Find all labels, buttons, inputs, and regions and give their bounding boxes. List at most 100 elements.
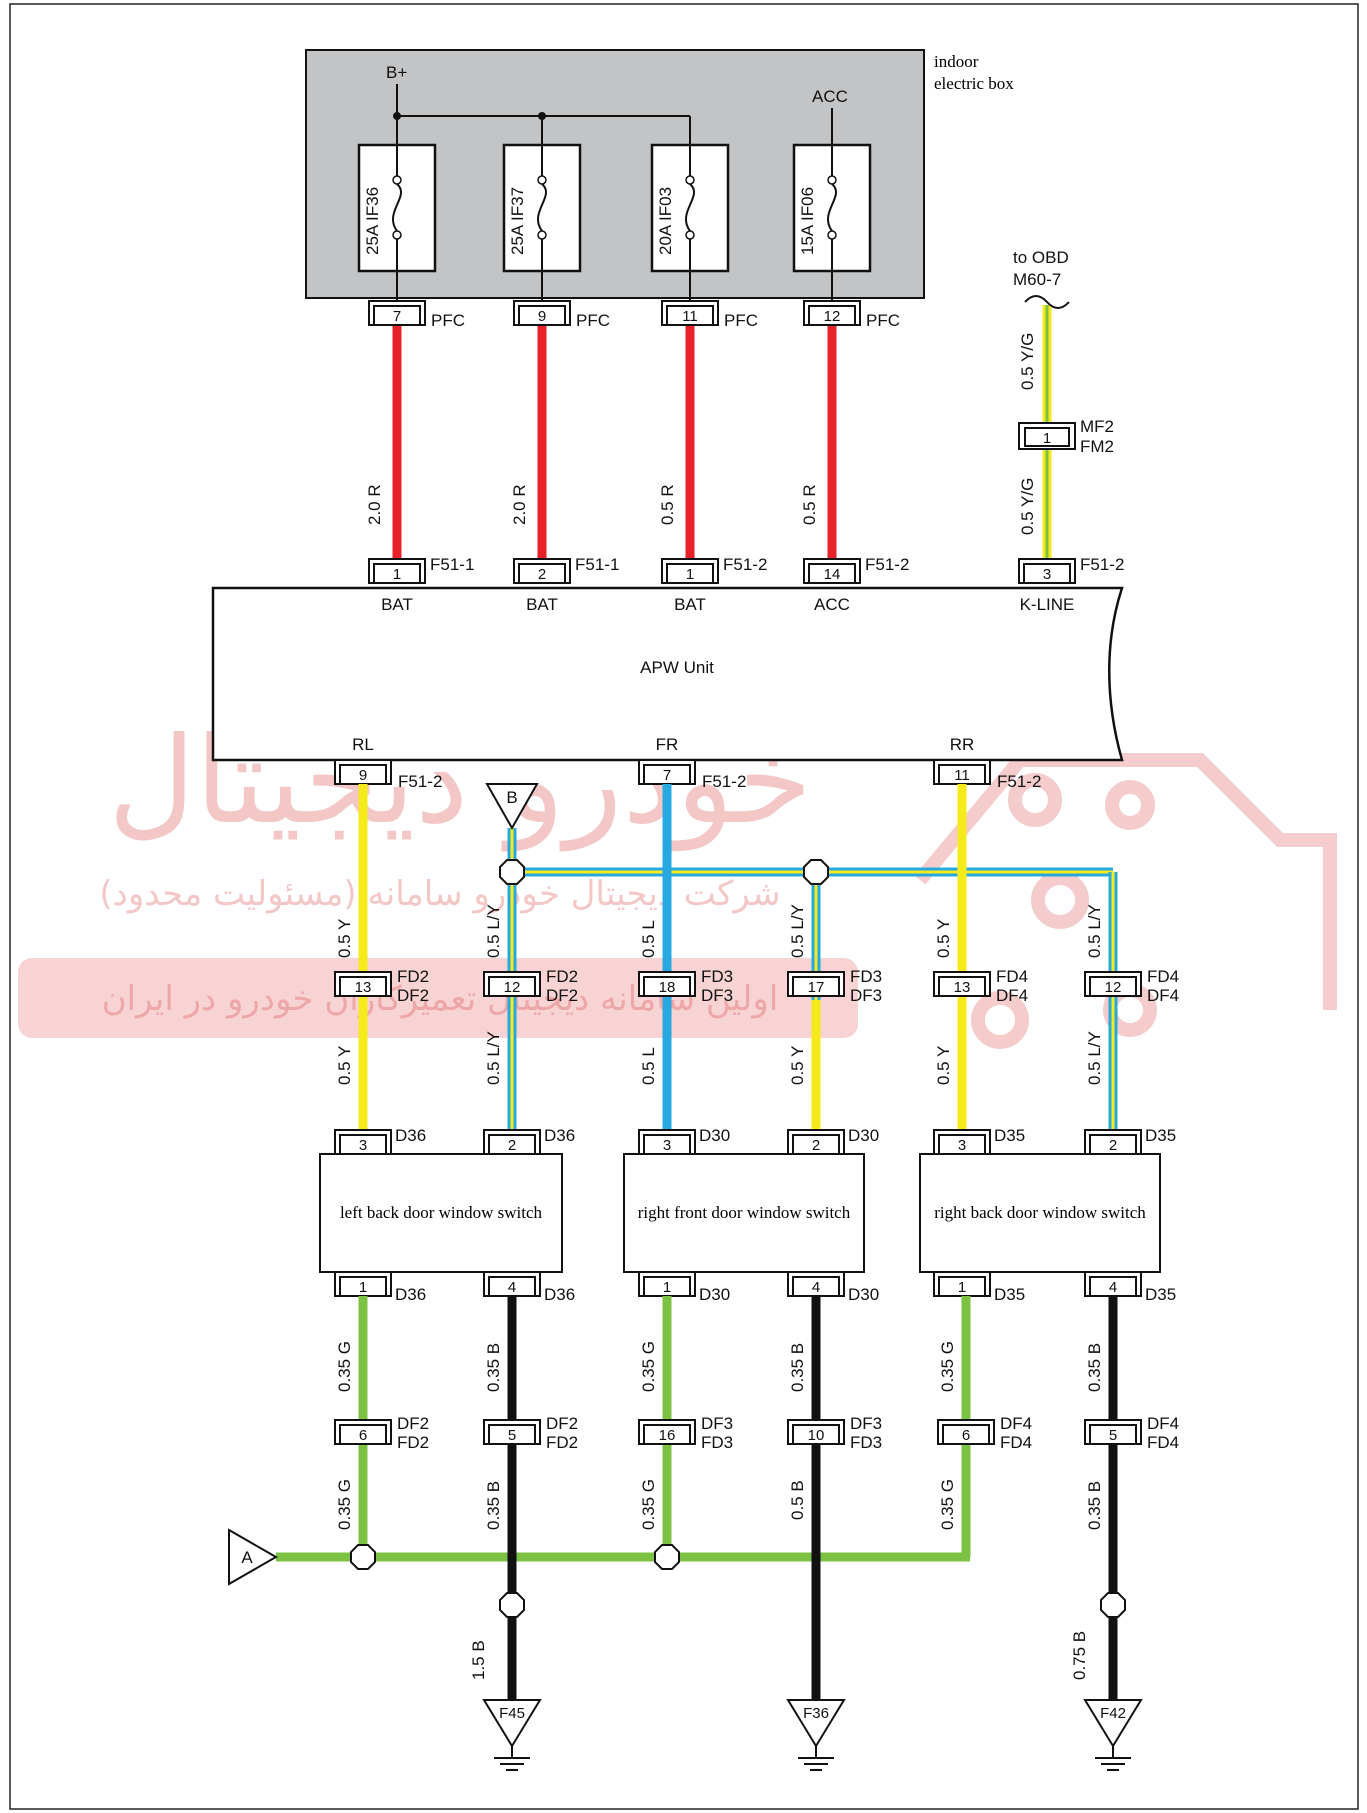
connector-inner: [339, 1424, 387, 1445]
connector-pin: 1: [686, 566, 694, 583]
connector-f51-2: 14: [803, 558, 861, 584]
supply-wire-label: 2.0 R: [365, 484, 384, 525]
connector-pin: 14: [824, 566, 841, 583]
connector-pin: 5: [508, 1427, 516, 1444]
ground-triangle-icon: [482, 1699, 542, 1748]
ground-name: F45: [499, 1705, 525, 1722]
junction-icon: [654, 1544, 680, 1570]
connector-pin: 2: [508, 1137, 516, 1154]
connector-inner: [1023, 563, 1071, 584]
connector-inner: [792, 1134, 840, 1155]
wire-label: 0.5 L: [639, 1047, 658, 1085]
connector-pin: 9: [359, 767, 367, 784]
wire-label: 0.35 G: [938, 1341, 957, 1392]
connector-label: FD2: [546, 967, 578, 986]
connector-pin: 7: [393, 308, 401, 325]
connector-label: FD3: [701, 1433, 733, 1452]
connector-inner: [518, 563, 566, 584]
junction-icon: [350, 1544, 376, 1570]
connector-pin: 11: [954, 767, 970, 784]
connector-inner: [339, 976, 387, 997]
connector-label: DF2: [397, 986, 429, 1005]
connector-f51-1: 1: [368, 558, 426, 584]
connector-label: DF3: [701, 986, 733, 1005]
connector-pin: 3: [359, 1137, 367, 1154]
connector-label: D35: [1145, 1126, 1176, 1145]
ground-wire-label: 1.5 B: [469, 1640, 488, 1680]
apw-pin-name: BAT: [674, 595, 706, 614]
connector-inner: [518, 305, 566, 326]
apw-pin-name: BAT: [526, 595, 558, 614]
svg-text:1: 1: [1043, 430, 1051, 447]
connector-label: DF4: [1147, 1414, 1179, 1433]
wire-label: 0.35 B: [484, 1481, 503, 1530]
bplus-label: B+: [386, 63, 407, 82]
ground-triangle-icon: [786, 1699, 846, 1748]
fuse-box-title-2: electric box: [934, 74, 1014, 93]
bus-junction: [538, 112, 546, 120]
connector-inner: [938, 976, 986, 997]
connector-label: DF2: [397, 1414, 429, 1433]
fuse-terminal: [537, 175, 547, 185]
break-icon: [1024, 295, 1070, 309]
connector-label: D30: [699, 1126, 730, 1145]
apw-pin-name: RR: [950, 735, 975, 754]
fuse-terminal: [827, 230, 837, 240]
apw-pin-name: RL: [352, 735, 374, 754]
connector-label: FD4: [1147, 967, 1179, 986]
wire-label: 0.5 Y: [335, 919, 354, 958]
connector-pin: 12: [504, 979, 521, 996]
connector-fd4: 12: [1084, 971, 1142, 997]
connector-d35: 1: [933, 1271, 991, 1297]
connector-inner: [808, 563, 856, 584]
junction-icon: [499, 859, 525, 885]
wire-label: 0.5 Y: [934, 919, 953, 958]
fuse-icon: [536, 183, 548, 232]
connector-inner: [488, 1424, 536, 1445]
apw-pin-name: K-LINE: [1020, 595, 1075, 614]
connector-label: DF4: [996, 986, 1028, 1005]
connector-pin: 6: [962, 1427, 970, 1444]
acc-feed-label: ACC: [812, 87, 848, 106]
obd-label-2: M60-7: [1013, 270, 1061, 289]
connector-inner: [643, 1424, 691, 1445]
connector-label: PFC: [724, 311, 758, 330]
wire-label: 0.35 B: [1085, 1481, 1104, 1530]
connector-pin: 4: [508, 1279, 516, 1296]
fuse-box-title-1: indoor: [934, 52, 979, 71]
connector-label: FD4: [1147, 1433, 1179, 1452]
wire-label: 0.5 B: [788, 1480, 807, 1520]
wire-label: 0.5 Y: [934, 1046, 953, 1085]
wire-label: 0.5 Y: [335, 1046, 354, 1085]
connector-pin: 4: [1109, 1279, 1117, 1296]
connector-f51-2: 9: [334, 759, 392, 785]
apw-pin-name: FR: [656, 735, 679, 754]
ground-name: F42: [1100, 1705, 1126, 1722]
fuse-rating-label: 25A IF36: [363, 187, 382, 255]
supply-wire-label: 0.5 R: [658, 484, 677, 525]
connector-inner: [373, 563, 421, 584]
connector-f51-2: 7: [638, 759, 696, 785]
wire-label: 0.35 B: [788, 1343, 807, 1392]
connector-label: FD4: [996, 967, 1028, 986]
fuse-terminal: [392, 175, 402, 185]
connector-pin: 2: [1109, 1137, 1117, 1154]
connector-d30: 1: [638, 1271, 696, 1297]
connector-label: DF3: [850, 986, 882, 1005]
connector-df4: 6: [937, 1419, 995, 1445]
wire-label: 0.5 L/Y: [1085, 1031, 1104, 1085]
connector-pin: 1: [359, 1279, 367, 1296]
fuse-terminal: [827, 175, 837, 185]
ground-name: F36: [803, 1705, 829, 1722]
connector-label: D36: [544, 1126, 575, 1145]
connector-label: FD2: [546, 1433, 578, 1452]
connector-pin: 12: [1105, 979, 1122, 996]
wire-label: 0.5 L/Y: [1085, 904, 1104, 958]
fuse-terminal: [537, 230, 547, 240]
